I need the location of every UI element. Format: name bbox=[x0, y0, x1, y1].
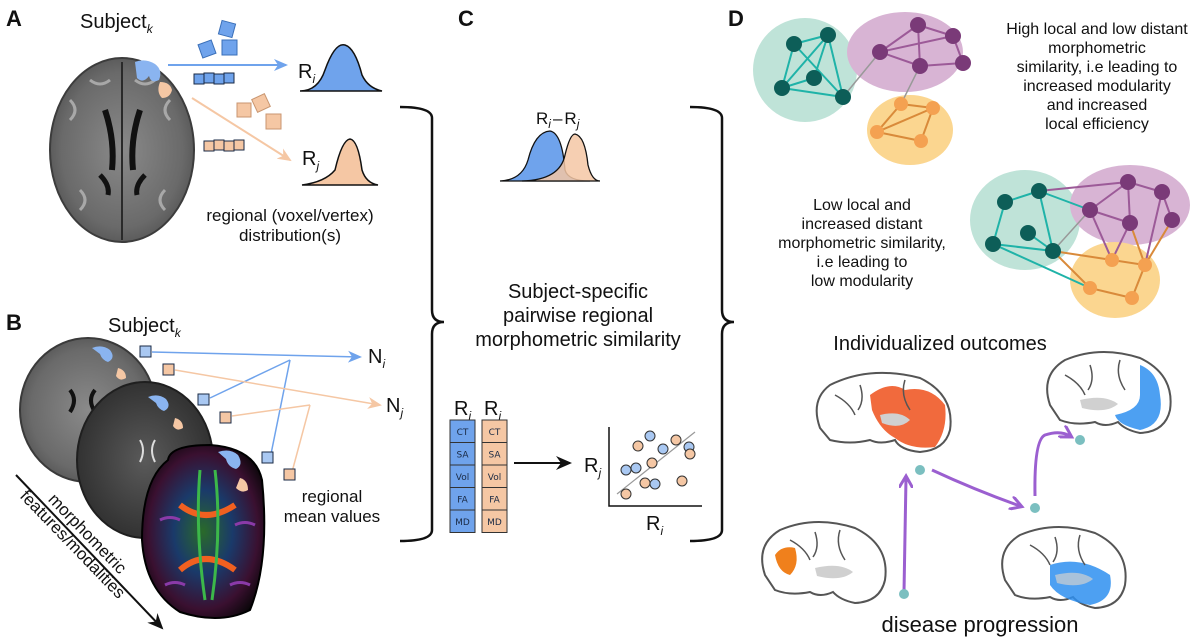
panel-label-d: D bbox=[728, 6, 744, 31]
feature-cell-label: CT bbox=[489, 428, 501, 438]
scatter-point-rj bbox=[639, 477, 651, 489]
feature-cell-label: FA bbox=[489, 496, 500, 506]
distribution-rj bbox=[301, 138, 379, 186]
scatter-point-rj bbox=[676, 475, 688, 487]
feature-cell-label: MD bbox=[455, 518, 470, 528]
arrow-to-rj bbox=[191, 97, 292, 162]
feature-cell-label: Vol bbox=[488, 473, 501, 483]
modular-network-description: High local and low distant morphometric … bbox=[1006, 21, 1188, 133]
scatter-point-ri bbox=[620, 464, 632, 476]
feature-cell-label: FA bbox=[457, 496, 468, 506]
scatter-point-ri bbox=[644, 430, 656, 442]
brain-outcome-blue-bottom bbox=[1001, 525, 1127, 610]
panel-b: B Subjectk bbox=[6, 310, 403, 630]
peach-voxel-cubes-icon bbox=[236, 93, 282, 130]
right-brace bbox=[689, 105, 735, 543]
modular-network-diagram bbox=[753, 12, 971, 165]
overlap-distribution-rj bbox=[521, 133, 601, 182]
top-text-line: increased modularity bbox=[1023, 78, 1171, 95]
scatter-point-ri bbox=[649, 478, 661, 490]
integrated-network-diagram bbox=[970, 165, 1190, 318]
dti-brain-image bbox=[140, 443, 266, 620]
distribution-difference-label: Ri–Rj bbox=[536, 109, 580, 131]
brain-outcome-red bbox=[815, 371, 952, 454]
modalities-arrow bbox=[15, 474, 164, 630]
mid-text-line: i.e leading to bbox=[817, 254, 908, 271]
scatter-point-ri bbox=[630, 462, 642, 474]
panel-d: D bbox=[728, 6, 1190, 637]
scatter-xlabel: Ri bbox=[646, 513, 663, 538]
mid-text-line: morphometric similarity, bbox=[778, 235, 946, 252]
brain-outcome-blue-top bbox=[1046, 350, 1172, 435]
panel-label-c: C bbox=[458, 6, 474, 31]
feature-cell-label: SA bbox=[488, 451, 501, 461]
top-text-line: High local and low distant bbox=[1006, 21, 1188, 38]
disease-progression-arrows bbox=[899, 433, 1085, 599]
caption-b-line2: mean values bbox=[284, 507, 380, 526]
panel-c: C Ri–Rj Subject-specific pairwise region… bbox=[449, 6, 702, 538]
outcomes-title: Individualized outcomes bbox=[833, 333, 1046, 355]
feature-cell-ri bbox=[449, 509, 476, 533]
similarity-title-line3: morphometric similarity bbox=[475, 329, 681, 351]
brain-baseline bbox=[761, 520, 887, 605]
top-text-line: similarity, i.e leading to bbox=[1017, 59, 1178, 76]
regional-mean-network bbox=[139, 345, 382, 481]
distribution-ri bbox=[299, 43, 383, 92]
panel-label-b: B bbox=[6, 310, 22, 335]
panel-a: A Subjectk bbox=[6, 6, 383, 245]
region-rj-label: Rj bbox=[302, 148, 319, 173]
scatter-point-ri bbox=[657, 443, 669, 455]
top-text-line: local efficiency bbox=[1045, 116, 1149, 133]
caption-b-line1: regional bbox=[302, 487, 363, 506]
blue-feature-row-icon bbox=[193, 72, 235, 85]
scatter-point-rj bbox=[646, 457, 658, 469]
scatter-ylabel: Rj bbox=[584, 455, 601, 480]
scatter-point-rj bbox=[684, 448, 696, 460]
node-ni-label: Ni bbox=[368, 346, 385, 371]
scatter-point-rj bbox=[620, 488, 632, 500]
axial-brain-image bbox=[49, 57, 195, 243]
feature-cell-label: MD bbox=[487, 518, 502, 528]
mid-text-line: low modularity bbox=[811, 273, 913, 290]
integrated-network-description: Low local and increased distant morphome… bbox=[778, 197, 946, 290]
similarity-title-line1: Subject-specific bbox=[508, 281, 648, 303]
feature-cell-label: Vol bbox=[456, 473, 469, 483]
column-ri-label: Ri bbox=[454, 398, 471, 423]
scatter-point-rj bbox=[670, 434, 682, 446]
scatter-axes bbox=[608, 427, 702, 507]
mid-text-line: increased distant bbox=[802, 216, 924, 233]
feature-cell-label: SA bbox=[456, 451, 469, 461]
node-nj-label: Nj bbox=[386, 395, 403, 420]
disease-progression-label: disease progression bbox=[882, 612, 1079, 637]
feature-cell-label: CT bbox=[457, 428, 469, 438]
mid-text-line: Low local and bbox=[813, 197, 911, 214]
blue-voxel-cubes-icon bbox=[197, 19, 238, 59]
panel-label-a: A bbox=[6, 6, 22, 31]
left-brace bbox=[399, 105, 445, 543]
peach-feature-row-icon bbox=[203, 139, 245, 152]
region-ri-label: Ri bbox=[298, 61, 315, 86]
scatter-points bbox=[620, 430, 696, 500]
top-text-line: and increased bbox=[1047, 97, 1148, 114]
caption-a-line1: regional (voxel/vertex) bbox=[206, 206, 373, 225]
column-rj-label: Rj bbox=[484, 398, 501, 423]
scatter-point-rj bbox=[632, 440, 644, 452]
subject-label-b: Subjectk bbox=[108, 315, 182, 340]
caption-a-line2: distribution(s) bbox=[239, 226, 341, 245]
top-text-line: morphometric bbox=[1048, 40, 1146, 57]
feature-cell-rj bbox=[481, 509, 508, 533]
feature-scatter-plot: Rj Ri bbox=[584, 427, 702, 538]
subject-label-a: Subjectk bbox=[80, 11, 154, 36]
similarity-title-line2: pairwise regional bbox=[503, 305, 653, 327]
